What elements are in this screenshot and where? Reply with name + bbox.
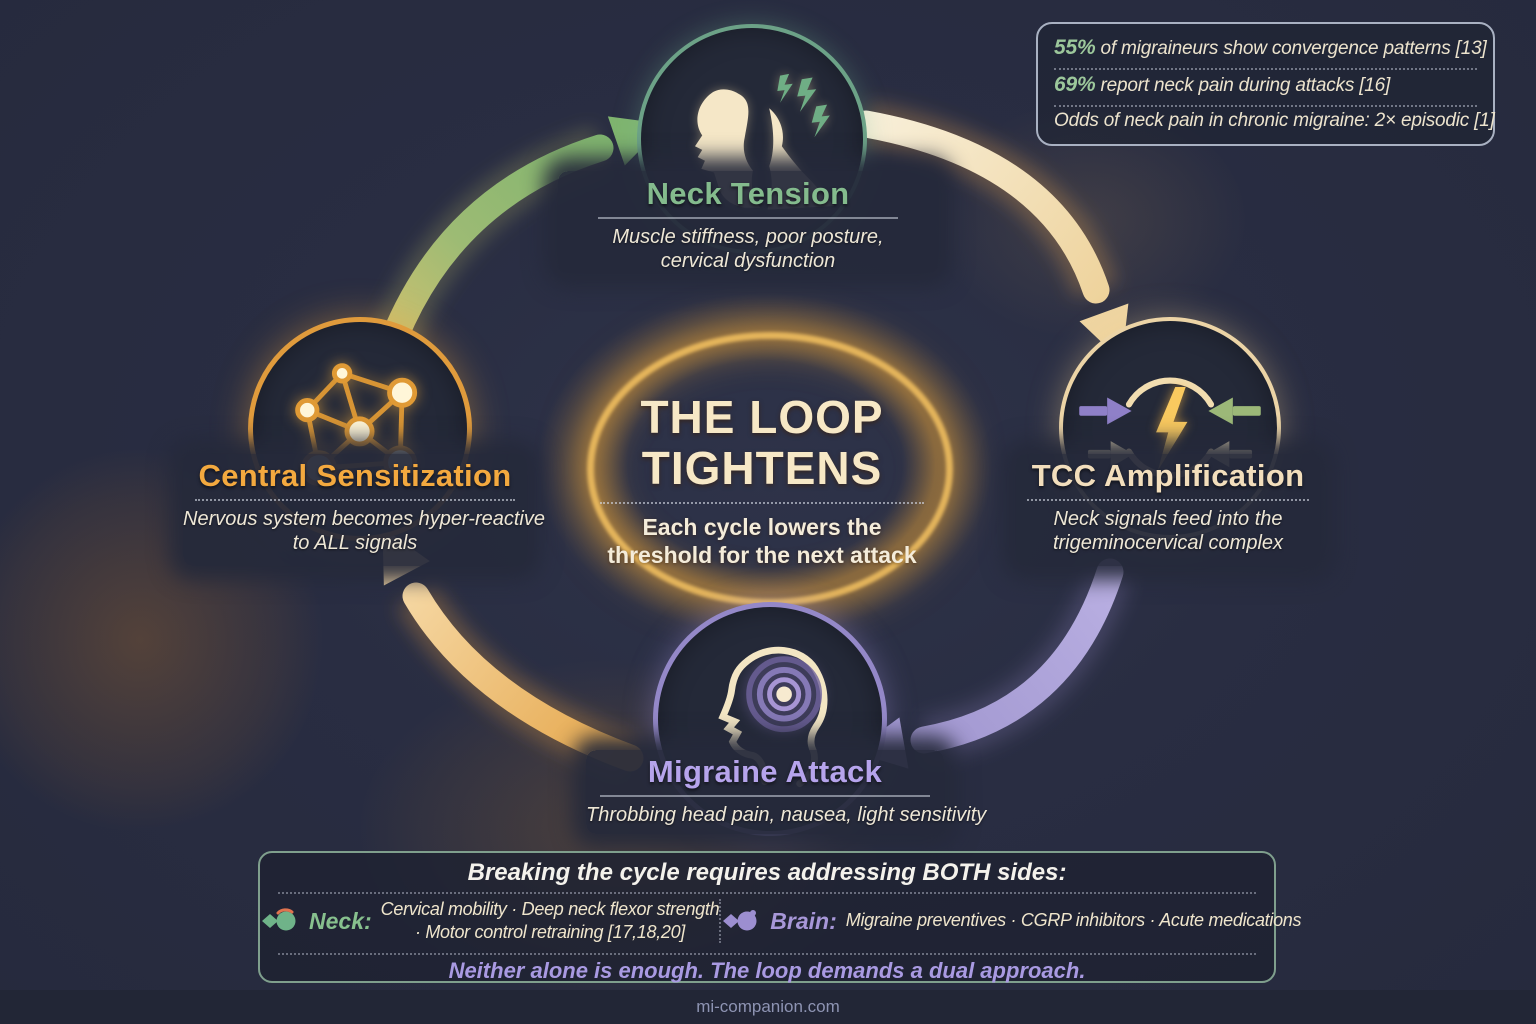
central-label-band: [183, 454, 527, 566]
site-url: mi-companion.com: [696, 997, 840, 1016]
stats-panel: 55% of migraineurs show convergence patt…: [1036, 22, 1495, 146]
neck-icon: [262, 908, 296, 931]
stat-text: Odds of neck pain in chronic migraine: 2…: [1054, 110, 1495, 131]
central-title: Central Sensitization: [198, 458, 512, 493]
brain-column-items: Migraine preventives · CGRP inhibitors ·…: [845, 910, 1302, 931]
neck-label: Neck Tension Muscle stiffness, poor post…: [558, 176, 938, 274]
head-migraine-pulse-icon: [717, 646, 827, 787]
neck-items-line2: · Motor control retraining [17,18,20]: [414, 922, 685, 942]
stat-row-convergence: 55% of migraineurs show convergence patt…: [1054, 33, 1487, 63]
center-subtitle-line2: threshold for the next attack: [607, 542, 917, 569]
stat-highlight: 55%: [1054, 36, 1096, 59]
divider: [278, 953, 1256, 955]
neck-desc-line2: cervical dysfunction: [660, 250, 836, 273]
tcc-label: TCC Amplification Neck signals feed into…: [1016, 458, 1320, 556]
neck-column: Neck: Cervical mobility · Deep neck flex…: [260, 898, 720, 945]
stat-row-odds: Odds of neck pain in chronic migraine: 2…: [1054, 105, 1495, 135]
stat-row-neck-pain: 69% report neck pain during attacks [16]: [1054, 68, 1477, 100]
neck-label-band: [558, 171, 938, 273]
brain-icon: [723, 910, 757, 931]
center-subtitle-line1: Each cycle lowers the: [642, 514, 882, 541]
central-title-rule: [195, 499, 515, 501]
brain-column-label: Brain:: [770, 907, 837, 934]
breaking-cycle-heading: Breaking the cycle requires addressing B…: [467, 859, 1067, 886]
center-title-block: THE LOOP TIGHTENS Each cycle lowers the …: [575, 392, 949, 569]
neck-title-rule: [598, 217, 898, 219]
center-title-rule: [600, 502, 924, 505]
stat-highlight: 69%: [1054, 73, 1096, 96]
breakdown-columns: Neck: Cervical mobility · Deep neck flex…: [260, 894, 1302, 948]
migraine-title-rule: [600, 795, 930, 797]
breaking-cycle-panel: Breaking the cycle requires addressing B…: [258, 851, 1302, 983]
footer-bar: mi-companion.com: [0, 990, 1536, 1024]
migraine-label-band: [586, 750, 944, 834]
neck-column-label: Neck:: [309, 907, 372, 934]
neck-title: Neck Tension: [646, 176, 850, 211]
migraine-desc-line1: Throbbing head pain, nausea, light sensi…: [586, 804, 987, 826]
brain-column: Brain: Migraine preventives · CGRP inhib…: [721, 907, 1302, 935]
center-title-line2: TIGHTENS: [641, 441, 883, 494]
migraine-label: Migraine Attack Throbbing head pain, nau…: [586, 754, 987, 827]
central-label: Central Sensitization Nervous system bec…: [183, 458, 545, 556]
central-desc-line1: Nervous system becomes hyper-reactive: [183, 508, 545, 530]
migraine-title: Migraine Attack: [647, 754, 883, 789]
neck-items-line1: Cervical mobility · Deep neck flexor str…: [380, 898, 720, 919]
tcc-title: TCC Amplification: [1031, 458, 1305, 493]
neck-column-items: Cervical mobility · Deep neck flexor str…: [381, 898, 720, 945]
tcc-desc-line2: trigeminocervical complex: [1052, 532, 1284, 555]
tcc-label-band: [1016, 454, 1320, 566]
divider: [278, 892, 1256, 894]
stat-text: report neck pain during attacks [16]: [1100, 75, 1391, 96]
center-title-line1: THE LOOP: [640, 391, 884, 443]
stat-text: of migraineurs show convergence patterns…: [1100, 38, 1487, 59]
central-desc-line2: to ALL signals: [292, 532, 418, 555]
breakdown-conclusion: Neither alone is enough. The loop demand…: [448, 958, 1086, 983]
column-divider: [719, 899, 722, 943]
tcc-title-rule: [1027, 499, 1309, 501]
tcc-desc-line1: Neck signals feed into the: [1053, 508, 1283, 530]
neck-desc-line1: Muscle stiffness, poor posture,: [612, 226, 884, 248]
